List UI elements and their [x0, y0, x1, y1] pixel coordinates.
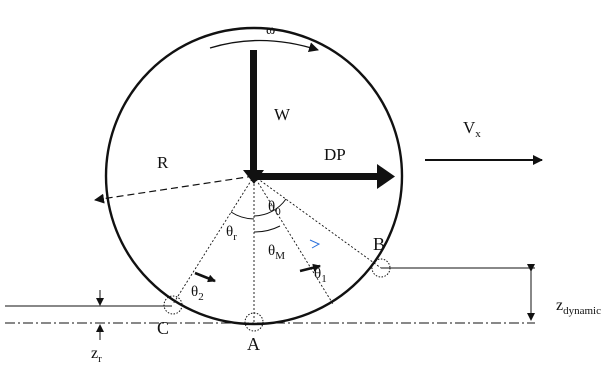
theta-1-label: θ1: [314, 266, 327, 285]
theta-2-arrow: [194, 271, 216, 283]
point-a-marker: [244, 312, 264, 332]
dp-arrow-shaft: [256, 173, 378, 180]
theta-0-label: θ0: [268, 199, 281, 218]
point-b-marker: [371, 258, 391, 278]
point-a-label: A: [247, 334, 260, 354]
radius-label: R: [157, 153, 169, 172]
velocity-label: Vx: [463, 118, 481, 140]
omega-label: ω: [266, 23, 275, 38]
theta-r-label: θr: [226, 224, 237, 243]
drawbar-pull-label: DP: [324, 145, 346, 164]
dp-arrow-head: [377, 164, 395, 189]
z-dynamic-label: zdynamic: [556, 297, 601, 317]
angle-rays: [172, 175, 382, 322]
z-r-label: zr: [91, 345, 102, 365]
blue-mark: [309, 239, 321, 249]
weight-label: W: [274, 105, 291, 124]
theta-0-arc: [253, 198, 287, 217]
theta-r-arc: [230, 211, 255, 220]
wheel-circle: [104, 26, 404, 326]
theta-1-arrow: [299, 263, 321, 273]
rotation-arrow: [209, 39, 319, 53]
radius-line: [94, 175, 255, 204]
point-b-label: B: [373, 234, 385, 254]
point-c-label: C: [157, 318, 169, 338]
weight-arrow-shaft: [250, 50, 257, 172]
theta-2-label: θ2: [191, 284, 204, 303]
theta-m-label: θM: [268, 243, 285, 262]
theta-m-arc: [253, 225, 281, 233]
point-c-marker: [163, 295, 183, 315]
